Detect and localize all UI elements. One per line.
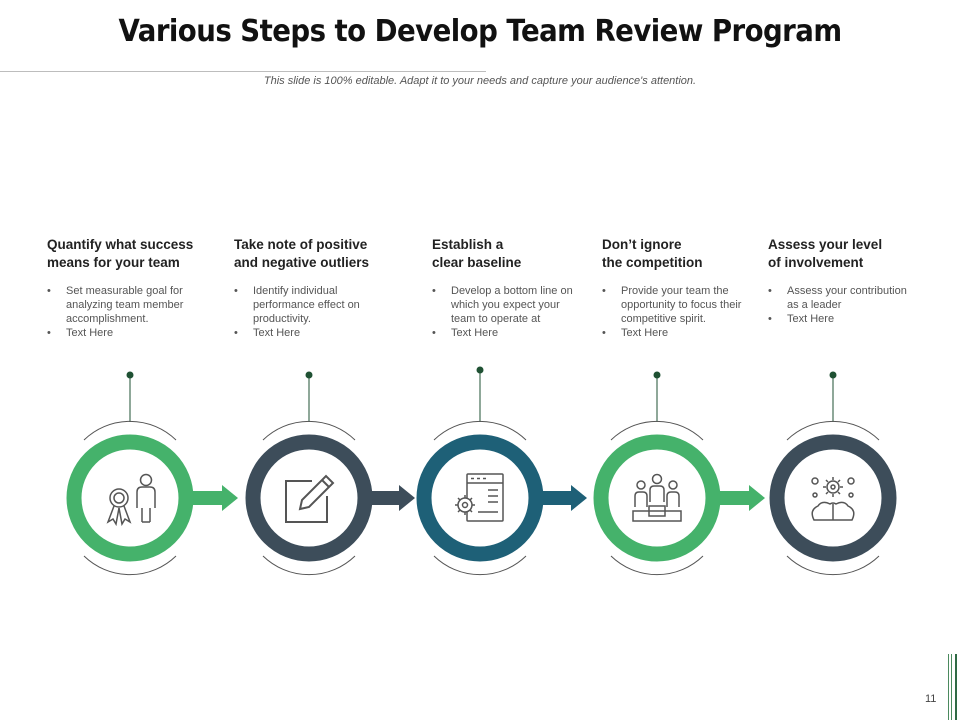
slide-title: Various Steps to Develop Team Review Pro… xyxy=(118,14,842,49)
step-2-heading: Take note of positive and negative outli… xyxy=(234,236,394,272)
corner-accent-line-1 xyxy=(948,654,949,720)
step-1-heading-line-2: means for your team xyxy=(47,255,180,270)
step-5-heading-line-2: of involvement xyxy=(768,255,864,270)
brain-gears-icon xyxy=(811,477,855,521)
step-4-heading-line-1: Don’t ignore xyxy=(602,237,682,252)
step-3-bullet-1: Develop a bottom line on which you expec… xyxy=(432,284,582,326)
step-4-heading: Don’t ignore the competition xyxy=(602,236,752,272)
step-1-bullet-1: Set measurable goal for analyzing team m… xyxy=(47,284,222,326)
step-4-node xyxy=(593,371,721,576)
step-1-heading: Quantify what success means for your tea… xyxy=(47,236,222,272)
award-person-icon xyxy=(106,473,156,527)
step-2-node xyxy=(245,371,373,576)
step-1-heading-line-1: Quantify what success xyxy=(47,237,194,252)
settings-document-icon xyxy=(455,473,504,522)
corner-accent-line-3 xyxy=(955,654,957,720)
step-1-text: Quantify what success means for your tea… xyxy=(47,236,222,340)
step-2-heading-line-2: and negative outliers xyxy=(234,255,370,270)
step-3-text: Establish a clear baseline Develop a bot… xyxy=(432,236,582,340)
step-4-text: Don’t ignore the competition Provide you… xyxy=(602,236,752,340)
step-1-bullet-2: Text Here xyxy=(47,326,222,340)
step-3-node xyxy=(416,366,544,576)
arrow-4-5 xyxy=(720,485,765,511)
step-3-bullet-2: Text Here xyxy=(432,326,582,340)
step-5-bullet-1: Assess your contribution as a leader xyxy=(768,284,908,312)
corner-accent-line-2 xyxy=(951,654,952,720)
step-3-heading-line-2: clear baseline xyxy=(432,255,522,270)
step-2-bullet-2: Text Here xyxy=(234,326,394,340)
step-1-node xyxy=(66,371,194,576)
step-2-heading-line-1: Take note of positive xyxy=(234,237,368,252)
arrow-3-4 xyxy=(542,485,587,511)
edit-note-icon xyxy=(285,474,335,523)
step-5-node xyxy=(769,371,897,576)
step-5-bullet-2: Text Here xyxy=(768,312,908,326)
arrow-2-3 xyxy=(370,485,415,511)
slide-subtitle: This slide is 100% editable. Adapt it to… xyxy=(263,75,697,87)
step-4-bullet-2: Text Here xyxy=(602,326,752,340)
step-5-heading-line-1: Assess your level xyxy=(768,237,883,252)
page-number: 11 xyxy=(925,693,937,705)
arrow-1-2 xyxy=(192,485,238,511)
title-divider xyxy=(0,71,486,72)
step-3-heading-line-1: Establish a xyxy=(432,237,504,252)
step-5-heading: Assess your level of involvement xyxy=(768,236,908,272)
step-4-bullet-1: Provide your team the opportunity to foc… xyxy=(602,284,752,326)
step-4-heading-line-2: the competition xyxy=(602,255,703,270)
step-5-text: Assess your level of involvement Assess … xyxy=(768,236,908,326)
step-2-bullet-1: Identify individual performance effect o… xyxy=(234,284,394,326)
team-podium-icon xyxy=(632,473,682,522)
step-3-heading: Establish a clear baseline xyxy=(432,236,582,272)
step-2-text: Take note of positive and negative outli… xyxy=(234,236,394,340)
